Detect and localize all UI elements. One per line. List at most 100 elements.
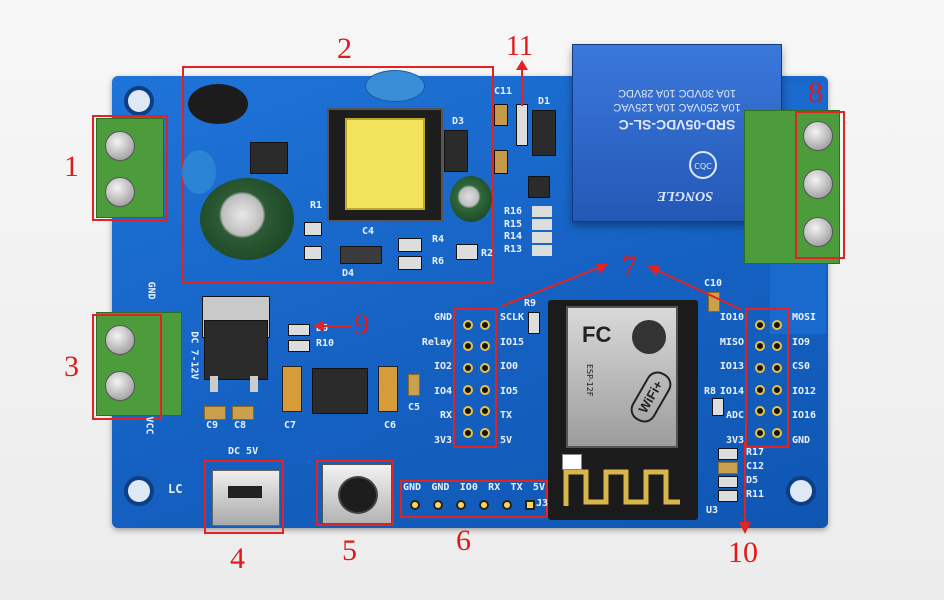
label-r9: R9	[524, 298, 537, 309]
label-r11: R11	[746, 489, 765, 500]
capacitor-c5	[408, 374, 420, 396]
voltage-regulator	[204, 320, 268, 380]
header-pin	[479, 406, 490, 417]
tantalum-capacitor-c7	[282, 366, 302, 412]
label-vcc: VCC	[143, 416, 155, 435]
pin-label: IO12	[792, 385, 817, 397]
regulator-pin	[250, 376, 258, 392]
label-d5: D5	[746, 475, 759, 486]
capacitor-c11	[494, 104, 508, 126]
pin-label: IO14	[719, 385, 744, 397]
diode-d4	[340, 246, 382, 264]
resistor-smd	[456, 244, 478, 260]
header-pin	[479, 319, 490, 330]
marker-6: 6	[456, 524, 471, 557]
pin-label: TX	[500, 410, 513, 422]
usb-opening	[228, 486, 262, 498]
pin-label: 3V3	[725, 434, 744, 446]
diode-d3	[444, 130, 468, 172]
header-pin	[462, 319, 473, 330]
screw-icon	[803, 121, 833, 151]
wifi-logo: WiFi+	[626, 367, 676, 427]
pin-label: IO15	[500, 336, 525, 348]
header-pin	[462, 384, 473, 395]
label-lc: LC	[168, 482, 183, 496]
label-j3: J3	[536, 498, 549, 509]
led-d5	[718, 476, 738, 488]
left-header-left-labels: GND Relay IO2 IO4 RX 3V3	[420, 312, 452, 446]
pin-label: RX	[439, 410, 452, 422]
header-pin	[771, 428, 782, 439]
label-d4: D4	[342, 268, 355, 279]
capacitor-c10	[708, 292, 720, 312]
esp12f-shield: FC WiFi+ ESP-12F	[566, 306, 678, 448]
box-8	[795, 111, 845, 259]
screw-icon	[105, 177, 135, 207]
header-pin	[479, 363, 490, 374]
capacitor-c9	[204, 406, 226, 420]
mounting-hole-bottom-left	[124, 476, 154, 506]
pin-label: GND	[792, 434, 811, 446]
push-button	[338, 476, 378, 514]
marker-9: 9	[354, 308, 369, 341]
marker-7: 7	[622, 250, 637, 283]
header-pin	[754, 428, 765, 439]
module-corner-pad	[562, 454, 582, 470]
pin-label: ADC	[725, 410, 744, 422]
resistor-labels: R16 R15 R14 R13	[504, 206, 522, 256]
header-pin	[525, 500, 535, 510]
label-r8: R8	[704, 386, 717, 397]
screw-icon	[105, 131, 135, 161]
label-c6: C6	[384, 420, 397, 431]
header-pin	[462, 363, 473, 374]
pin-label: IO4	[433, 385, 452, 397]
pin-label: IO5	[500, 385, 519, 397]
marker-11: 11	[506, 31, 533, 62]
relay-rating-ac: 10A 250VAC 10A 125VAC	[613, 101, 741, 113]
led-d6	[288, 324, 310, 336]
label-c8: C8	[234, 420, 247, 431]
resistor-r17	[718, 448, 738, 460]
right-header-pins	[751, 314, 785, 444]
marker-8: 8	[808, 76, 823, 109]
arrows-7-icon	[501, 263, 743, 311]
box-3	[92, 314, 162, 420]
marker-4: 4	[230, 542, 245, 575]
header-pin	[479, 341, 490, 352]
arrow-11-icon	[516, 60, 528, 106]
label-dc-in: DC 7-12V	[188, 331, 200, 380]
right-header-right-labels: MOSI IO9 CS0 IO12 IO16 GND	[792, 312, 826, 446]
label-r1: R1	[310, 200, 323, 211]
resistor-smd	[398, 256, 422, 270]
header-pin	[479, 500, 489, 510]
mounting-hole-top-left	[124, 86, 154, 116]
pin-label: GND	[433, 312, 452, 323]
resistor-r9	[528, 312, 540, 334]
left-header-pins	[459, 314, 493, 444]
marker-5: 5	[342, 534, 357, 567]
header-pin	[456, 500, 466, 510]
resistor-r8	[712, 398, 724, 416]
marker-2: 2	[337, 32, 352, 65]
arrow-10-icon	[739, 442, 751, 534]
bridge-rectifier	[250, 142, 288, 174]
header-pin	[771, 406, 782, 417]
relay-brand: SONGLE	[657, 188, 714, 203]
left-header-right-labels: SCLK IO15 IO0 IO5 TX 5V	[500, 312, 540, 446]
resistor-smd	[304, 222, 322, 236]
header-pin	[771, 384, 782, 395]
right-gpio-header-box	[745, 308, 789, 448]
header-pin	[754, 406, 765, 417]
header-pin	[771, 319, 782, 330]
label-r15: R15	[504, 218, 523, 230]
header-pin	[462, 341, 473, 352]
ldo-regulator	[312, 368, 368, 414]
pin-label: CS0	[792, 361, 811, 373]
capacitor-c12	[718, 462, 738, 474]
resistor-r11	[718, 490, 738, 502]
pcb-antenna-icon	[563, 469, 680, 506]
mounting-hole-bottom-right	[786, 476, 816, 506]
x-capacitor	[182, 150, 216, 194]
module-model: ESP-12F	[585, 364, 594, 397]
tantalum-capacitor-c6	[378, 366, 398, 412]
